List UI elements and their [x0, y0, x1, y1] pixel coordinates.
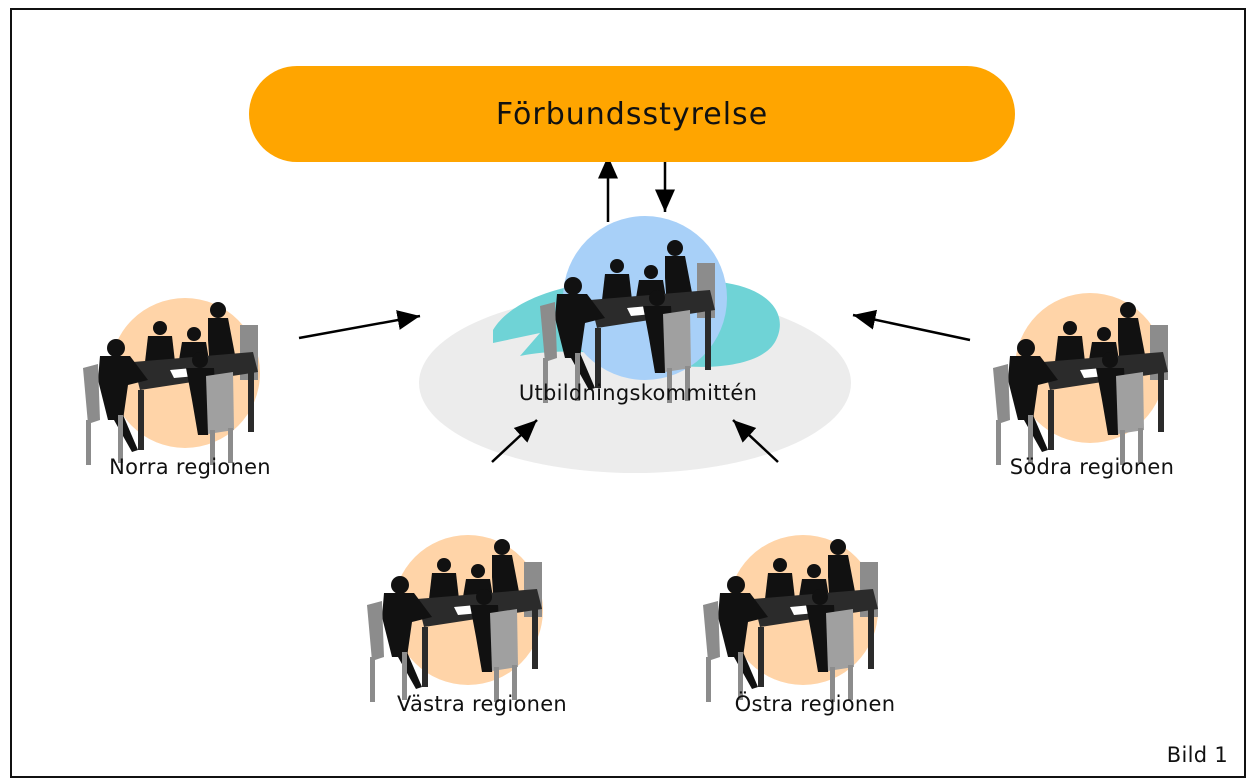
board-label: Förbundsstyrelse	[495, 96, 769, 132]
vastra-region-label: Västra regionen	[396, 692, 568, 716]
arrow-ostra-to-committee	[732, 419, 779, 463]
committee-label: Utbildningskommittén	[518, 381, 758, 405]
norra-region-label: Norra regionen	[109, 455, 271, 479]
board-node: Förbundsstyrelse	[249, 66, 1015, 162]
figure-label: Bild 1	[1166, 743, 1228, 767]
sodra-region-label: Södra regionen	[1009, 455, 1175, 479]
ostra-region-label: Östra regionen	[734, 692, 896, 716]
arrow-sodra-to-committee	[852, 309, 971, 342]
arrow-vastra-to-committee	[491, 419, 538, 463]
arrow-norra-to-committee	[298, 310, 421, 340]
